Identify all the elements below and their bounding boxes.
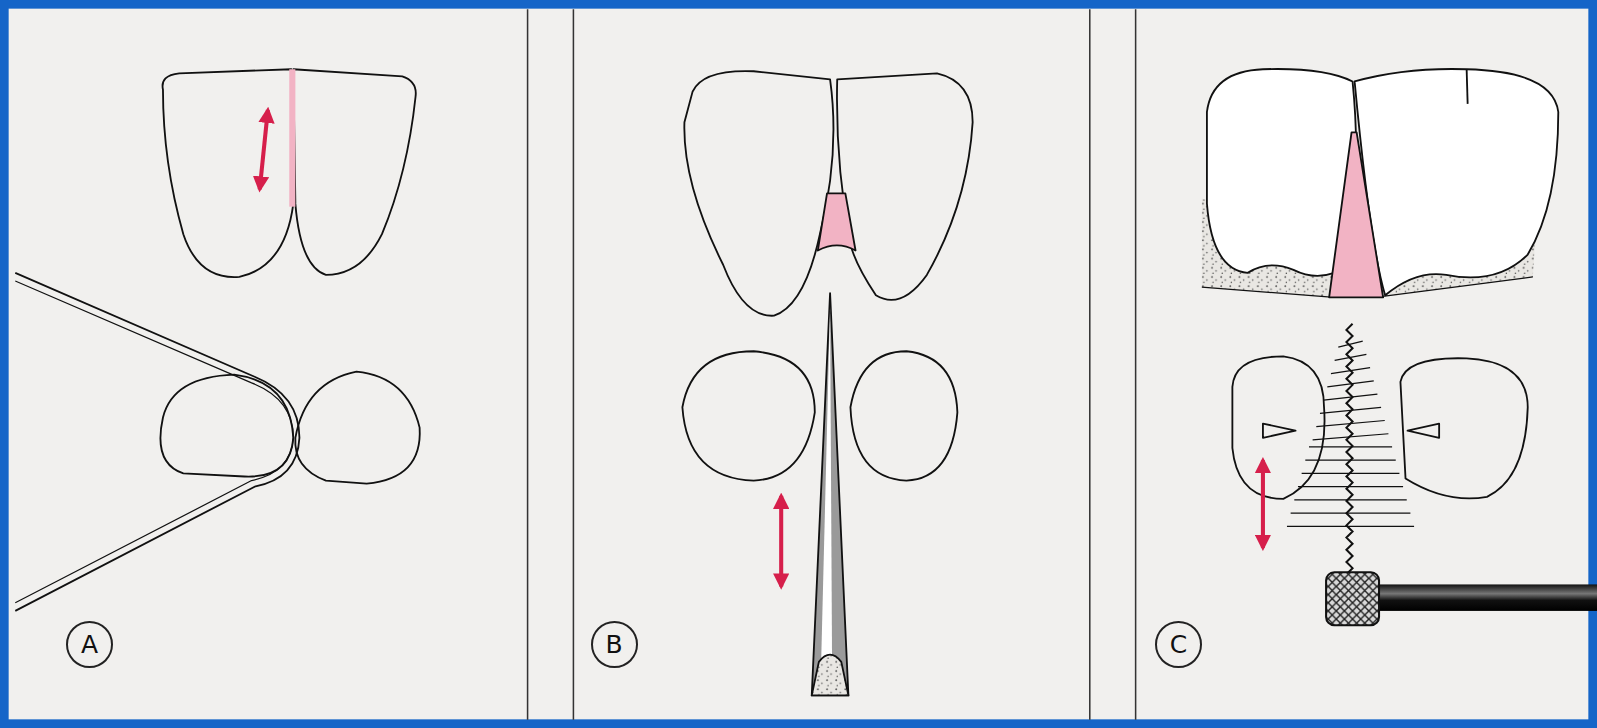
- interdental-brush: [1287, 324, 1414, 574]
- incisor: [293, 69, 415, 275]
- panel-label-circle: A: [66, 621, 113, 668]
- dental-floss: [15, 273, 299, 611]
- molar: [1207, 69, 1356, 276]
- tooth-section: [1232, 356, 1324, 499]
- contact-area: [289, 69, 295, 206]
- tooth-section: [295, 372, 420, 484]
- panel-label-circle: C: [1155, 621, 1202, 668]
- panel-label: B: [606, 632, 623, 657]
- stick-base: [812, 655, 849, 696]
- motion-arrows: [260, 110, 1263, 587]
- tooth-section: [1400, 358, 1527, 498]
- concavity-mark: [1263, 424, 1296, 438]
- papilla: [818, 193, 856, 250]
- tooth-crown: [837, 73, 973, 300]
- panel-label: C: [1170, 632, 1187, 657]
- concavity-mark: [1408, 424, 1440, 438]
- tooth-crown: [684, 71, 833, 316]
- incisor: [163, 69, 294, 277]
- stick-highlight: [821, 305, 832, 672]
- wooden-stick: [812, 293, 849, 695]
- molar: [1355, 69, 1559, 295]
- molar-groove: [1467, 69, 1468, 104]
- panel-dividers: [528, 9, 1136, 720]
- papilla: [1329, 132, 1383, 297]
- frame: [4, 4, 1593, 724]
- brush-shaft: [1375, 584, 1597, 610]
- tooth-section: [682, 351, 814, 480]
- panel-label: A: [81, 632, 98, 657]
- panel-label-circle: B: [591, 621, 638, 668]
- tooth-section: [850, 351, 957, 480]
- brush-handle: [1326, 572, 1379, 625]
- dental-floss: [15, 281, 293, 603]
